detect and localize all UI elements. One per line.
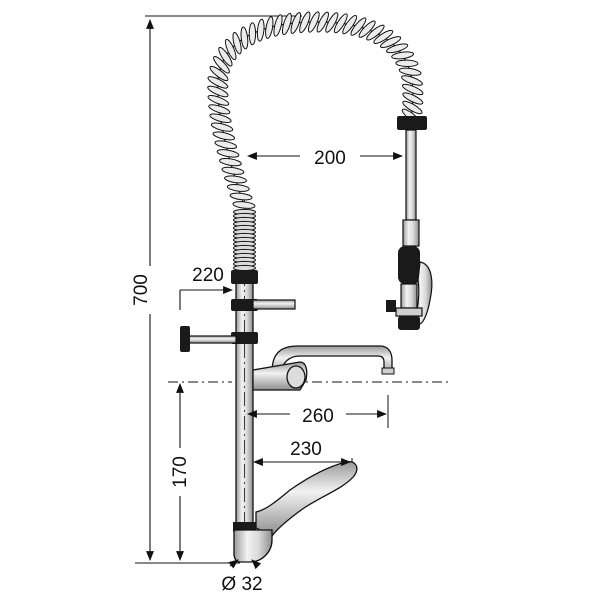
dim-label-700: 700 (131, 274, 152, 306)
side-bracket (252, 299, 296, 310)
extension-lines (135, 15, 450, 564)
spray-head (386, 116, 433, 330)
wall-mount (180, 326, 237, 352)
swivel-spout (252, 345, 395, 391)
dim-label-220: 220 (192, 265, 224, 286)
base-body (233, 529, 273, 563)
dim-line-dia (228, 559, 239, 569)
dim-label-170: 170 (170, 456, 191, 488)
dim-label-diameter: Ø 32 (221, 574, 262, 595)
coiled-hose (207, 11, 424, 209)
dim-line-dia-2 (251, 559, 262, 570)
dim-label-260: 260 (302, 406, 334, 427)
dim-label-230: 230 (290, 439, 322, 460)
column-collars (231, 270, 258, 532)
lever-handle (255, 461, 358, 537)
spring-coil (233, 208, 256, 272)
dim-label-200: 200 (314, 148, 346, 169)
